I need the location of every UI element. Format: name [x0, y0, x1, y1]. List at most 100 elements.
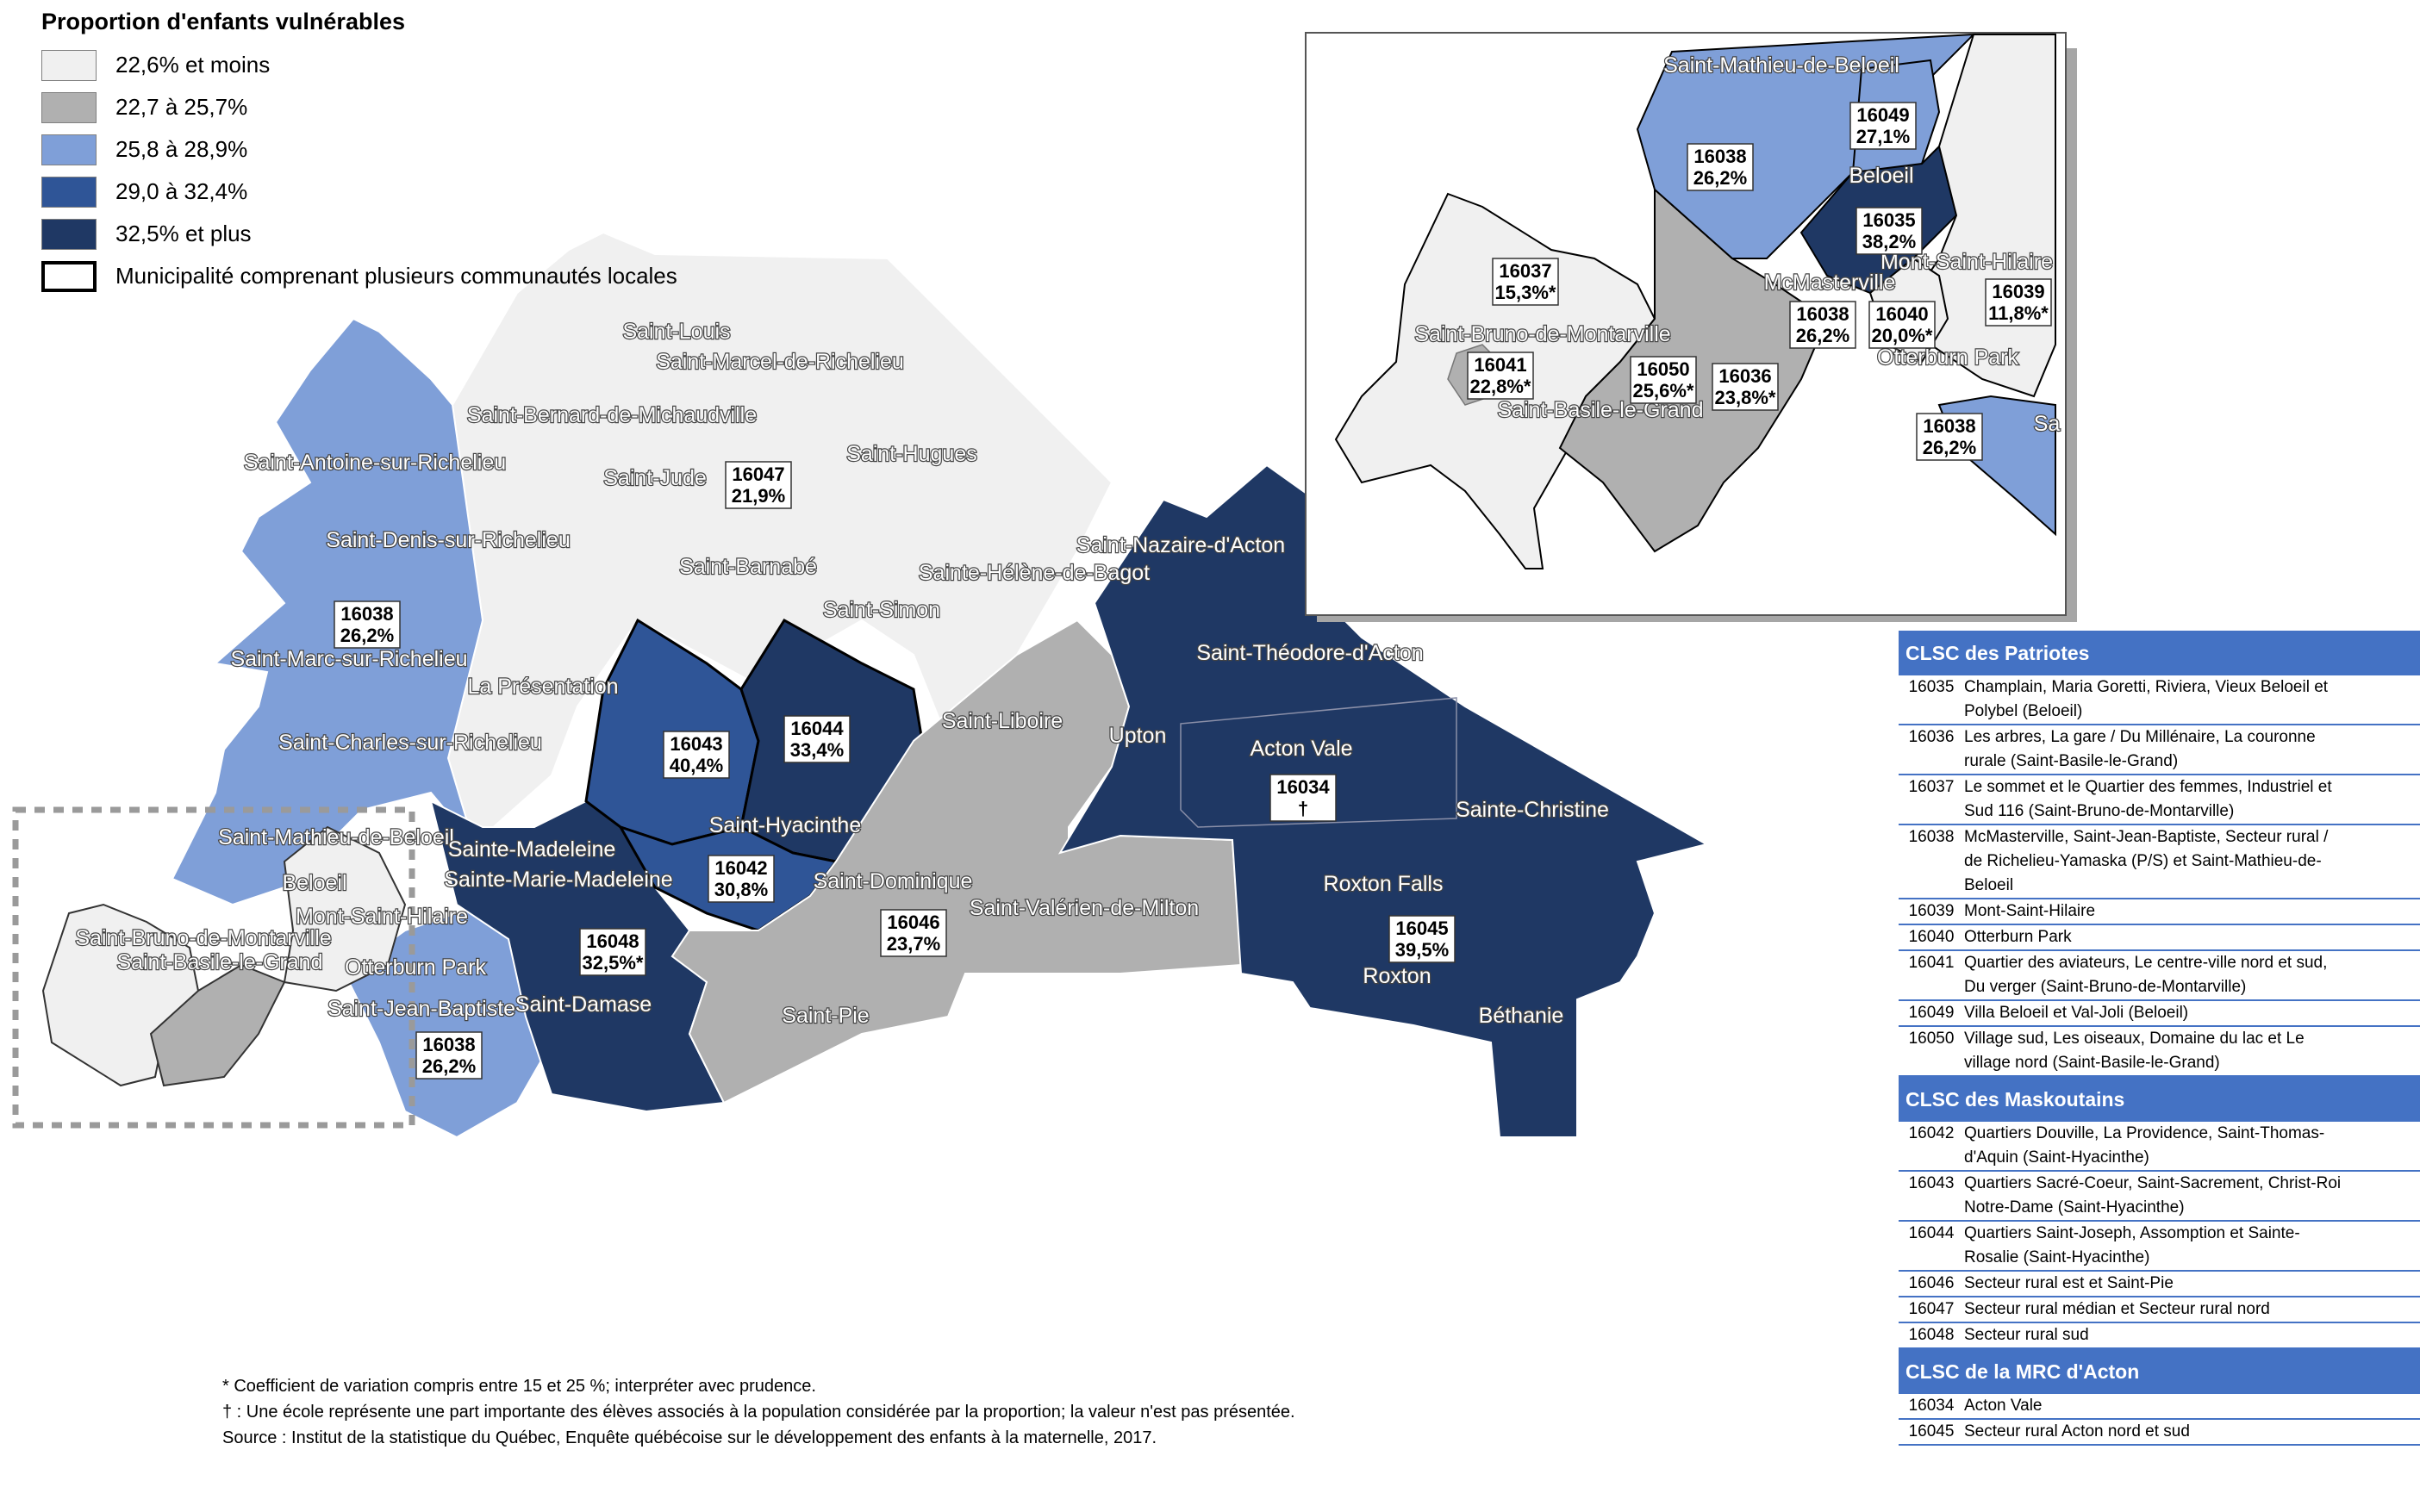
row-description: Quartiers Saint-Joseph, Assomption et Sa…: [1964, 1224, 2300, 1266]
region-16047: [446, 231, 1113, 846]
region-16034: [1180, 697, 1457, 828]
row-description: Quartiers Sacré-Coeur, Saint-Sacrement, …: [1964, 1174, 2342, 1216]
area-code: 16038: [1693, 146, 1746, 167]
row-description: Village sud, Les oiseaux, Domaine du lac…: [1964, 1030, 2305, 1072]
area-value: 39,5%: [1395, 939, 1449, 961]
table-row: 16050 Village sud, Les oiseaux, Domaine d…: [1899, 1027, 2420, 1077]
table-row: 16044 Quartiers Saint-Joseph, Assomption …: [1899, 1222, 2420, 1272]
place-label: Sainte-Hélène-de-Bagot: [919, 561, 1150, 585]
area-value: 26,2%: [422, 1055, 476, 1077]
legend-swatch-outline: [41, 260, 97, 292]
area-value: 26,2%: [1693, 167, 1747, 189]
locator-light-2: [283, 825, 407, 992]
legend-label: 25,8 à 28,9%: [115, 136, 248, 162]
area-code: 16038: [422, 1034, 475, 1055]
area-value: 27,1%: [1856, 126, 1910, 147]
legend-swatch: [41, 91, 97, 123]
place-label: Saint-Hyacinthe: [709, 813, 861, 837]
footnote: * Coefficient de variation compris entre…: [222, 1377, 816, 1396]
row-code: 16045: [1908, 1422, 1955, 1440]
row-description: Le sommet et le Quartier des femmes, Ind…: [1964, 778, 2332, 820]
area-value: 26,2%: [1923, 437, 1976, 458]
legend-label: 29,0 à 32,4%: [115, 178, 248, 204]
area-value: 20,0%*: [1872, 325, 1933, 346]
row-description: Les arbres, La gare / Du Millénaire, La …: [1964, 728, 2316, 770]
place-label: Roxton Falls: [1324, 872, 1444, 896]
legend-item: 25,8 à 28,9%: [41, 128, 817, 171]
row-code: 16048: [1908, 1326, 1955, 1344]
row-code: 16050: [1908, 1030, 1955, 1048]
place-label: Saint-Bruno-de-Montarville: [75, 926, 331, 950]
inset-place-label: Saint-Mathieu-de-Beloeil: [1663, 53, 1899, 78]
legend-item: 29,0 à 32,4%: [41, 171, 817, 213]
area-code: 16046: [887, 912, 939, 933]
place-label: Mont-Saint-Hilaire: [296, 905, 468, 929]
place-label: Upton: [1109, 724, 1167, 748]
row-code: 16040: [1908, 928, 1955, 946]
area-code: 16044: [790, 718, 844, 739]
row-description: Acton Vale: [1964, 1397, 2043, 1415]
area-value: 23,7%: [887, 933, 940, 955]
row-description: Secteur rural médian et Secteur rural no…: [1964, 1300, 2270, 1318]
place-label: Saint-Jean-Baptiste: [327, 997, 515, 1021]
legend: Proportion d'enfants vulnérables 22,6% e…: [41, 9, 817, 297]
area-code: 16045: [1395, 918, 1448, 939]
area-code: 16038: [1923, 415, 1975, 437]
legend-item: 22,6% et moins: [41, 44, 817, 86]
table-section-header: CLSC de la MRC d'Acton: [1899, 1349, 2420, 1394]
row-code: 16036: [1908, 728, 1955, 746]
area-value: 38,2%: [1862, 231, 1916, 252]
place-label: Saint-Mathieu-de-Beloeil: [218, 825, 454, 849]
inset-place-label: Otterburn Park: [1877, 345, 2018, 370]
place-label: Saint-Marcel-de-Richelieu: [656, 350, 904, 374]
place-label: Saint-Louis: [622, 320, 730, 344]
place-label: Saint-Dominique: [814, 869, 973, 893]
row-code: 16041: [1908, 954, 1955, 972]
area-code: 16042: [714, 857, 767, 879]
area-value: 32,5%*: [583, 952, 644, 974]
place-label: Saint-Charles-sur-Richelieu: [278, 731, 542, 755]
row-code: 16042: [1908, 1124, 1955, 1142]
table-section-header: CLSC des Patriotes: [1899, 631, 2420, 675]
table-row: 16036 Les arbres, La gare / Du Millénaire…: [1899, 725, 2420, 775]
legend-swatch: [41, 218, 97, 250]
area-value: †: [1298, 798, 1308, 819]
area-value: 22,8%*: [1470, 376, 1531, 397]
place-label: Saint-Jude: [603, 466, 707, 490]
place-label: Saint-Bernard-de-Michaudville: [467, 403, 757, 427]
row-description: Champlain, Maria Goretti, Riviera, Vieux…: [1964, 678, 2329, 720]
place-label: Saint-Valérien-de-Milton: [970, 896, 1199, 920]
place-label: Saint-Marc-sur-Richelieu: [230, 647, 467, 671]
area-value: 30,8%: [714, 879, 768, 900]
row-code: 16043: [1908, 1174, 1955, 1192]
place-label: Saint-Théodore-d'Acton: [1196, 641, 1423, 665]
place-label: Saint-Basile-le-Grand: [117, 950, 323, 974]
region-16038-south: [343, 903, 553, 1139]
locator-gray: [149, 963, 286, 1087]
row-code: 16044: [1908, 1224, 1955, 1242]
inset-locator: [12, 806, 415, 1129]
place-label: Saint-Pie: [782, 1004, 869, 1028]
row-description: Secteur rural sud: [1964, 1326, 2089, 1344]
inset-place-label: Saint-Bruno-de-Montarville: [1414, 322, 1670, 346]
place-label: Sainte-Madeleine: [448, 837, 616, 862]
place-label: Saint-Barnabé: [679, 555, 817, 579]
